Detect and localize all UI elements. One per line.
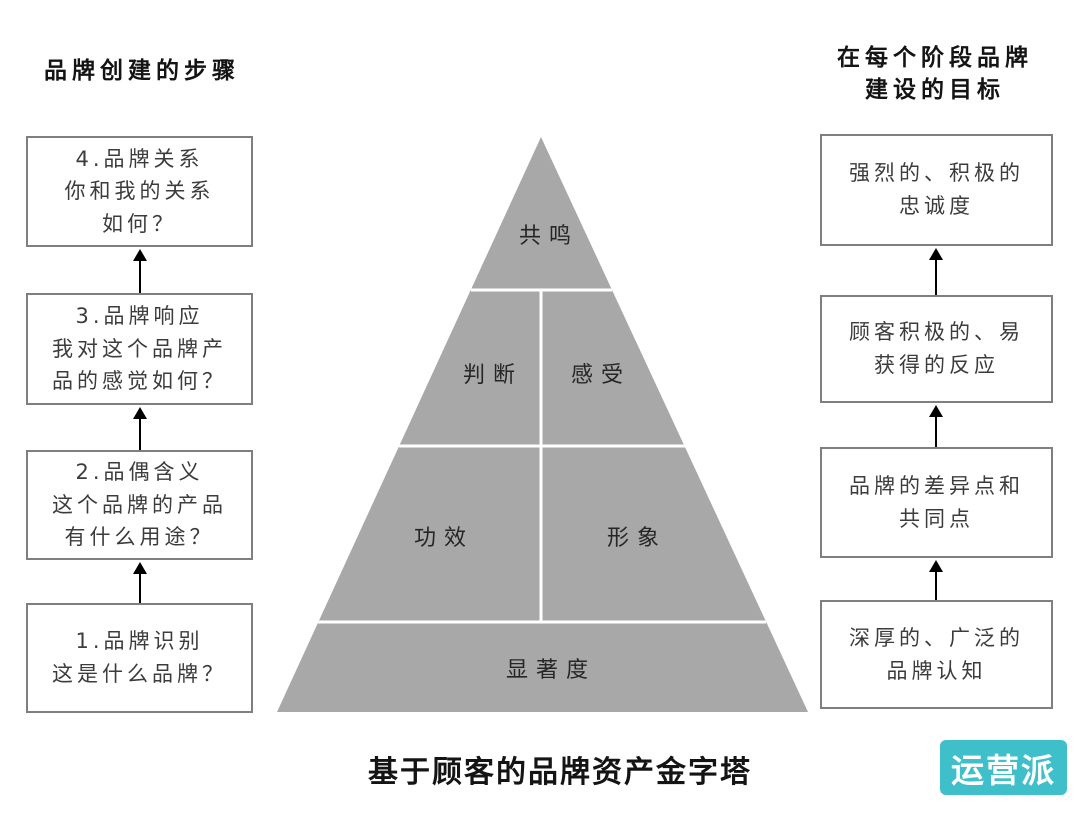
right-goal-4-box: 强烈的、积极的 忠诚度 xyxy=(820,134,1053,246)
pyramid-label-resonance: 共鸣 xyxy=(518,224,580,249)
arrowhead-icon xyxy=(929,560,943,572)
pyramid-label-judgments: 判断 xyxy=(462,363,524,388)
up-arrow-left-1to2 xyxy=(132,562,148,603)
left-step-1-box: 1.品牌识别 这是什么品牌？ xyxy=(26,603,253,713)
up-arrow-left-3to4 xyxy=(132,249,148,293)
arrowhead-icon xyxy=(133,249,147,261)
diagram-title: 基于顾客的品牌资产金字塔 xyxy=(368,755,752,790)
yunyingpai-logo: 运营派 xyxy=(940,740,1067,795)
arrowhead-icon xyxy=(133,407,147,419)
left-column-header: 品牌创建的步骤 xyxy=(44,58,240,84)
arrowhead-icon xyxy=(133,562,147,574)
right-goal-2-box: 品牌的差异点和 共同点 xyxy=(820,447,1053,558)
logo-text: 运营派 xyxy=(951,750,1056,790)
pyramid-label-salience: 显著度 xyxy=(505,658,597,683)
up-arrow-right-2to3 xyxy=(928,405,944,447)
left-step-2-box: 2.品偶含义 这个品牌的产品 有什么用途？ xyxy=(26,450,253,560)
left-step-3-box: 3.品牌响应 我对这个品牌产 品的感觉如何？ xyxy=(26,293,253,405)
arrow-shaft xyxy=(935,572,937,600)
pyramid-label-performance: 功效 xyxy=(413,526,475,551)
arrow-shaft xyxy=(139,419,141,450)
right-goal-3-box: 顾客积极的、易 获得的反应 xyxy=(820,295,1053,403)
right-goal-1-box: 深厚的、广泛的 品牌认知 xyxy=(820,600,1053,709)
arrowhead-icon xyxy=(929,248,943,260)
right-column-header: 在每个阶段品牌 建设的目标 xyxy=(837,45,1033,104)
left-step-4-box: 4.品牌关系 你和我的关系 如何？ xyxy=(26,136,253,247)
arrow-shaft xyxy=(935,417,937,447)
pyramid-label-feelings: 感受 xyxy=(570,363,632,388)
up-arrow-left-2to3 xyxy=(132,407,148,450)
arrow-shaft xyxy=(139,261,141,293)
arrow-shaft xyxy=(935,260,937,295)
arrow-shaft xyxy=(139,574,141,603)
up-arrow-right-3to4 xyxy=(928,248,944,295)
up-arrow-right-1to2 xyxy=(928,560,944,600)
pyramid-label-imagery: 形象 xyxy=(606,526,668,551)
arrowhead-icon xyxy=(929,405,943,417)
